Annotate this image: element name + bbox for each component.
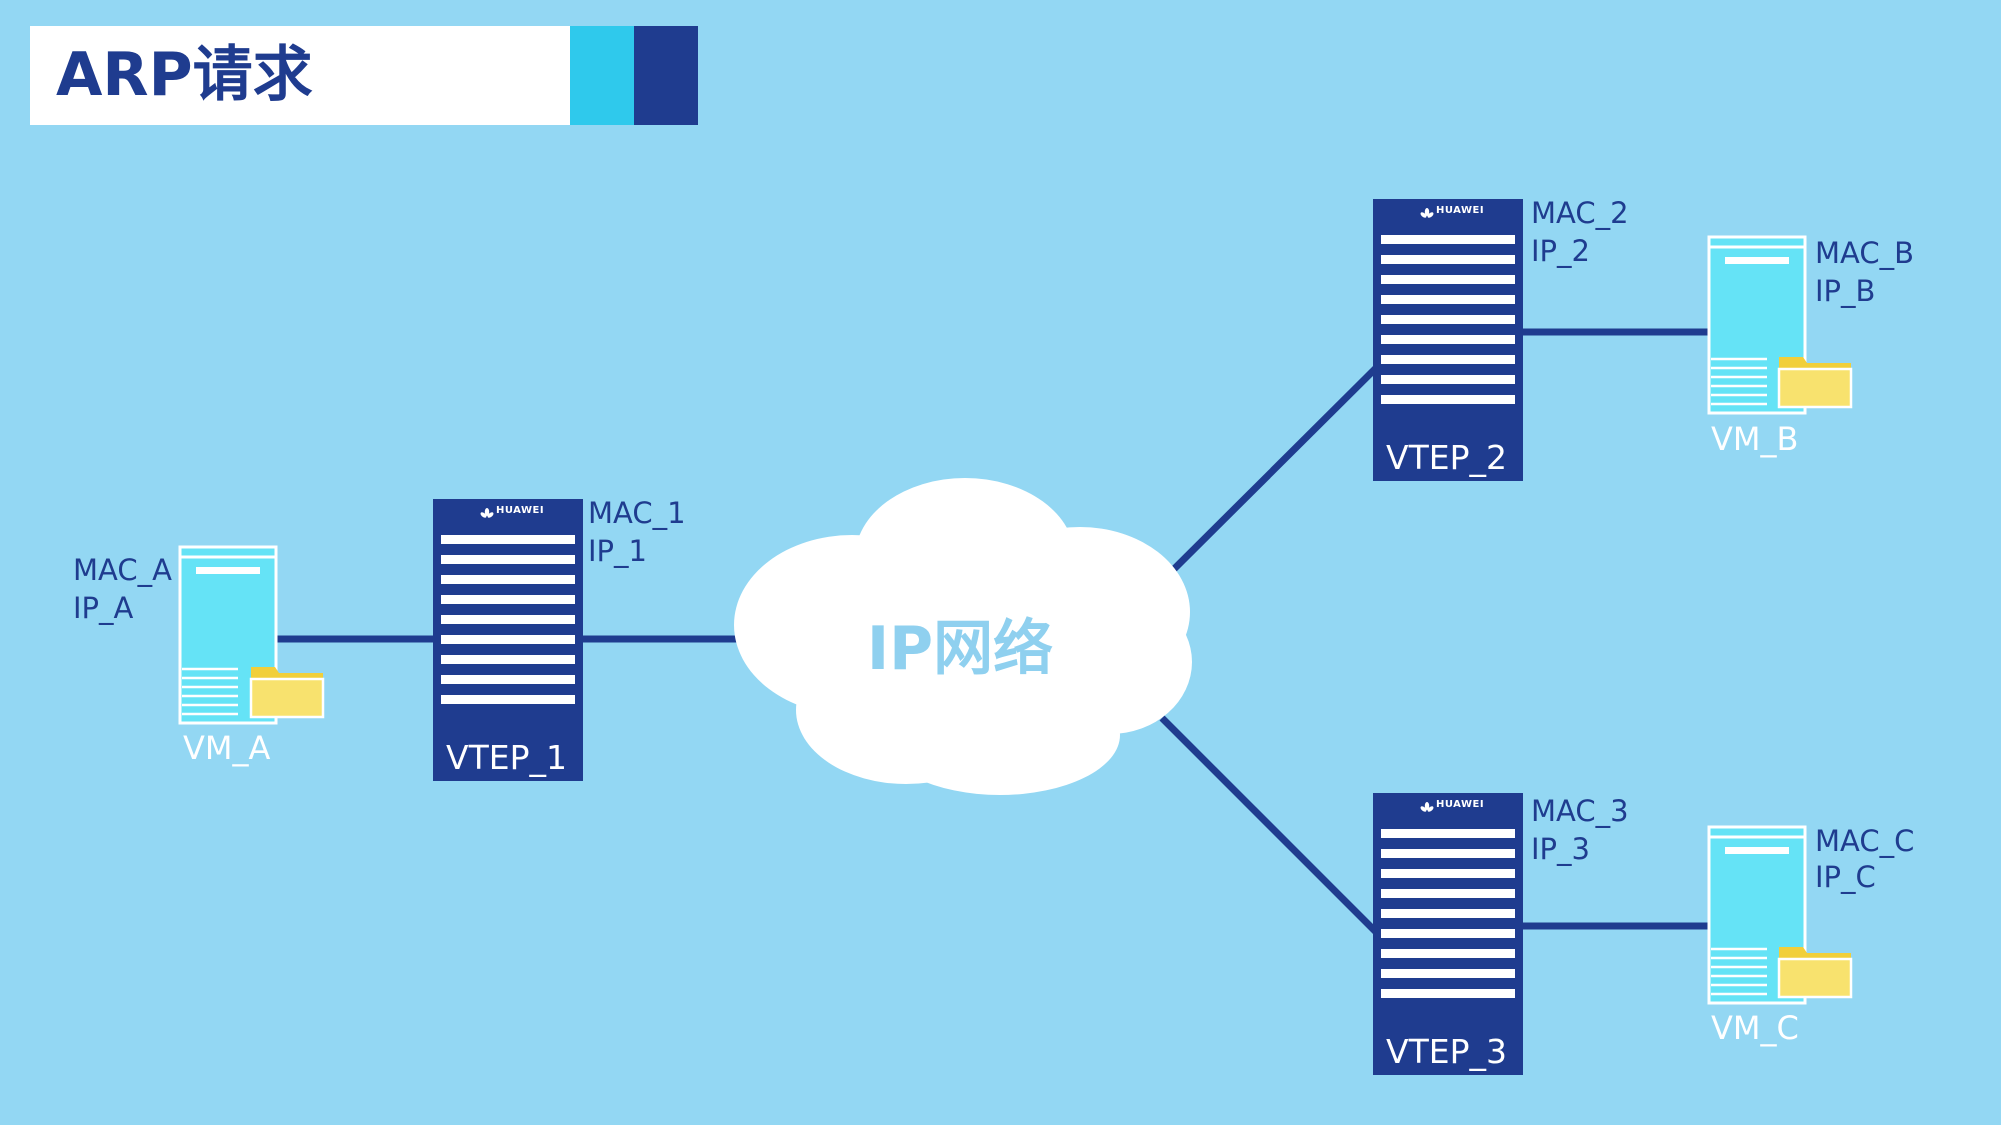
vm-b-name: VM_B [1711,420,1799,458]
vtep-2-mac: MAC_2 [1531,196,1629,230]
vtep-1-name: VTEP_1 [446,738,567,777]
title-bar: ARP请求 [30,26,570,125]
vtep-3-ip: IP_3 [1531,832,1590,866]
vtep-1-brand: HUAWEI [496,505,545,516]
vtep-3-mac: MAC_3 [1531,794,1629,828]
title-accent-cyan [570,26,634,125]
page-title: ARP请求 [56,40,313,110]
vm-c-folder-icon [1777,945,1853,999]
vm-c-ip: IP_C [1815,860,1876,894]
ip-network-cloud [734,478,1192,795]
link-cloud-vtep2 [1162,365,1379,581]
vm-b-mac: MAC_B [1815,236,1914,270]
vtep-2-brand: HUAWEI [1436,205,1485,216]
vm-a-mac: MAC_A [73,553,172,587]
vm-a-name: VM_A [183,729,271,767]
vtep-1-ip: IP_1 [588,534,647,568]
title-accent-navy [634,26,698,125]
vm-c-name: VM_C [1711,1009,1799,1047]
vtep-3-name: VTEP_3 [1386,1032,1507,1071]
cloud-label: IP网络 [866,614,1054,684]
vm-a-ip: IP_A [73,591,134,625]
vm-b-ip: IP_B [1815,274,1876,308]
vtep-2-name: VTEP_2 [1386,438,1507,477]
vtep-2-ip: IP_2 [1531,234,1590,268]
vm-a-folder-icon [249,665,325,719]
link-cloud-vtep3 [1159,715,1379,935]
vtep-1-mac: MAC_1 [588,496,686,530]
vtep-3-brand: HUAWEI [1436,799,1485,810]
vm-b-folder-icon [1777,355,1853,409]
vm-c-mac: MAC_C [1815,824,1915,858]
